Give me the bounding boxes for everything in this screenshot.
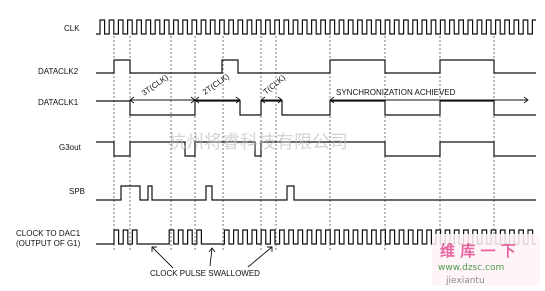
- waveform-spb: [96, 185, 536, 201]
- label-output-of-g1: (OUTPUT OF G1): [16, 239, 81, 248]
- label-g3out: G3out: [59, 143, 82, 152]
- watermark-site2: jiexiantu: [445, 276, 485, 286]
- label-clock-to-dac1: CLOCK TO DAC1: [16, 229, 81, 238]
- watermark-logo: 维 库 一 下 www.dzsc.com jiexiantu: [432, 234, 540, 286]
- label-clk: CLK: [64, 24, 80, 33]
- label-spb: SPB: [69, 187, 85, 196]
- label-dataclk2: DATACLK2: [38, 67, 79, 76]
- label-2t: 2T(CLK): [201, 72, 231, 97]
- label-sync: SYNCHRONIZATION ACHIEVED: [336, 88, 456, 97]
- waveform-clk: [96, 19, 536, 35]
- waveform-dataclk2: [96, 59, 536, 74]
- watermark-text: 杭州将睿科技有限公司: [168, 132, 348, 153]
- label-3t: 3T(CLK): [140, 73, 170, 98]
- svg-text:维 库 一 下: 维 库 一 下: [440, 242, 516, 260]
- waveform-dataclk1: [96, 100, 536, 116]
- waveform-g3out: [96, 141, 536, 157]
- measure-1t: T(CLK): [260, 73, 288, 104]
- label-1t: T(CLK): [262, 73, 288, 97]
- measure-3t: 3T(CLK): [129, 73, 196, 104]
- sync-arrow: SYNCHRONIZATION ACHIEVED: [329, 88, 529, 104]
- watermark-site: www.dzsc.com: [438, 263, 504, 273]
- label-swallowed: CLOCK PULSE SWALLOWED: [150, 269, 260, 278]
- swallowed-arrows: CLOCK PULSE SWALLOWED: [150, 246, 273, 278]
- measure-2t: 2T(CLK): [194, 72, 241, 104]
- label-dataclk1: DATACLK1: [38, 98, 79, 107]
